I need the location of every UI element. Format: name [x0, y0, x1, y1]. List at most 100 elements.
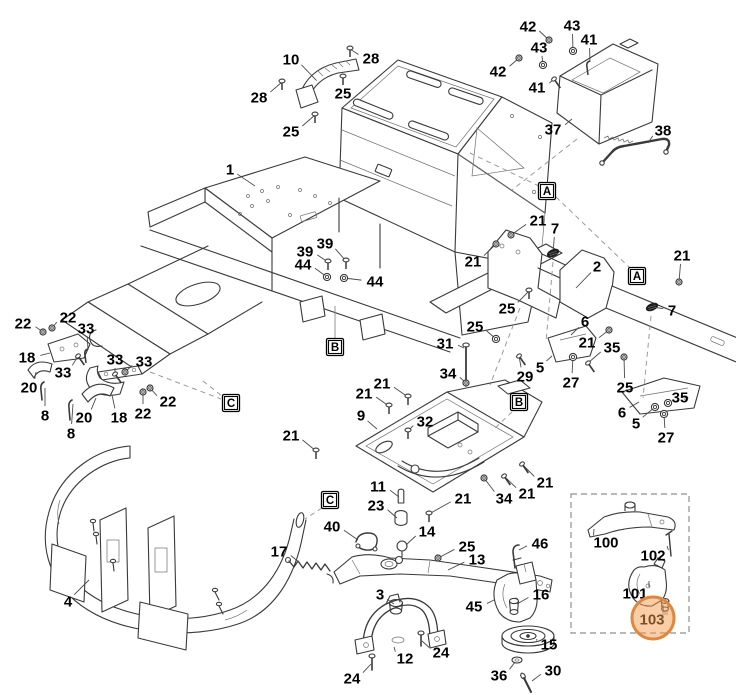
part-callout-21[interactable]: 21 — [283, 428, 320, 460]
part-callout-33[interactable]: 33 — [55, 353, 87, 382]
leader-line — [486, 599, 495, 604]
part-callout-25[interactable]: 25 — [467, 319, 501, 344]
part-callout-21[interactable]: 21 — [374, 376, 412, 406]
part-callout-27[interactable]: 27 — [563, 352, 580, 392]
part-callout-33[interactable]: 33 — [121, 354, 153, 376]
part-callout-43[interactable]: 43 — [564, 18, 581, 56]
part-callout-22[interactable]: 22 — [48, 310, 76, 332]
part-callout-21[interactable]: 21 — [425, 491, 471, 523]
part-callout-20[interactable]: 20 — [21, 371, 38, 397]
part-callout-5[interactable]: 5 — [536, 355, 553, 377]
part-callout-10[interactable]: 10 — [283, 52, 317, 81]
part-callout-6[interactable]: 6 — [618, 401, 640, 422]
part-callout-21[interactable]: 21 — [356, 386, 393, 415]
part-callout-8[interactable]: 8 — [41, 388, 49, 425]
part-callout-25[interactable]: 25 — [499, 287, 533, 318]
part-callout-25[interactable]: 25 — [283, 111, 319, 141]
part-callout-29[interactable]: 29 — [516, 353, 534, 386]
part-callout-25[interactable]: 25 — [335, 73, 352, 103]
part-callout-6[interactable]: 6 — [570, 314, 589, 336]
part-callout-21[interactable]: 21 — [501, 473, 536, 503]
highlight-circle[interactable] — [630, 595, 676, 641]
part-callout-1[interactable]: 1 — [226, 162, 256, 187]
part-callout-20[interactable]: 20 — [76, 397, 97, 427]
part-callout-38[interactable]: 38 — [647, 123, 671, 144]
linkage-art — [284, 488, 553, 671]
washer-icon — [663, 398, 673, 408]
part-callout-13[interactable]: 13 — [447, 552, 485, 571]
part-callout-25[interactable]: 25 — [617, 353, 634, 397]
part-callout-35[interactable]: 35 — [663, 390, 688, 408]
part-callout-34[interactable]: 34 — [480, 474, 513, 508]
part-callout-39[interactable]: 39 — [317, 236, 350, 270]
part-callout-42[interactable]: 42 — [520, 19, 553, 44]
part-callout-15[interactable]: 15 — [536, 637, 557, 654]
leader-line — [90, 397, 97, 410]
part-callout-41[interactable]: 41 — [529, 76, 563, 97]
part-callout-101[interactable]: 101 — [622, 580, 650, 603]
part-callout-18[interactable]: 18 — [19, 350, 51, 367]
part-number: 33 — [136, 354, 153, 371]
part-callout-27[interactable]: 27 — [658, 409, 675, 447]
part-callout-23[interactable]: 23 — [368, 498, 398, 519]
part-callout-7[interactable]: 7 — [645, 302, 676, 320]
part-callout-9[interactable]: 9 — [357, 408, 378, 430]
deck-art — [147, 156, 381, 253]
part-callout-33[interactable]: 33 — [78, 321, 95, 364]
part-callout-17[interactable]: 17 — [271, 544, 301, 564]
part-callout-8[interactable]: 8 — [67, 403, 75, 443]
support-bracket-art — [429, 229, 736, 415]
part-callout-14[interactable]: 14 — [405, 524, 436, 546]
part-callout-22[interactable]: 22 — [15, 316, 47, 336]
part-callout-28[interactable]: 28 — [251, 78, 286, 107]
part-callout-22[interactable]: 22 — [146, 384, 176, 411]
part-callout-100[interactable]: 100 — [593, 528, 619, 552]
part-callout-11[interactable]: 11 — [370, 479, 400, 498]
plug-icon — [546, 248, 560, 258]
part-callout-2[interactable]: 2 — [575, 259, 601, 289]
screw-icon — [346, 45, 354, 57]
part-number: 20 — [76, 410, 93, 427]
part-callout-44[interactable]: 44 — [295, 257, 332, 282]
part-callout-35[interactable]: 35 — [585, 340, 621, 374]
svg-text:C: C — [227, 398, 235, 410]
part-callout-32[interactable]: 32 — [404, 414, 433, 440]
part-number: 6 — [581, 314, 589, 331]
part-callout-7[interactable]: 7 — [546, 221, 560, 259]
part-callout-102[interactable]: 102 — [640, 545, 669, 565]
part-callout-34[interactable]: 34 — [440, 366, 470, 387]
part-callout-43[interactable]: 43 — [531, 40, 548, 70]
part-callout-21[interactable]: 21 — [579, 326, 613, 352]
part-callout-12[interactable]: 12 — [393, 646, 413, 668]
part-callout-44[interactable]: 44 — [339, 274, 384, 291]
part-callout-33[interactable]: 33 — [107, 352, 124, 385]
part-callout-30[interactable]: 30 — [531, 663, 561, 682]
part-callout-39[interactable]: 39 — [297, 244, 332, 271]
part-callout-21[interactable]: 21 — [519, 461, 554, 492]
leader-line — [509, 661, 516, 670]
part-callout-45[interactable]: 45 — [466, 599, 495, 616]
part-callout-3[interactable]: 3 — [376, 587, 395, 605]
part-callout-16[interactable]: 16 — [516, 587, 549, 605]
part-callout-21[interactable]: 21 — [465, 240, 500, 271]
part-callout-24[interactable]: 24 — [421, 640, 450, 662]
part-callout-31[interactable]: 31 — [437, 336, 465, 353]
part-callout-36[interactable]: 36 — [491, 661, 516, 685]
part-callout-28[interactable]: 28 — [346, 45, 379, 68]
part-callout-22[interactable]: 22 — [135, 388, 152, 423]
part-callout-21[interactable]: 21 — [507, 213, 546, 239]
part-number: 42 — [520, 19, 537, 36]
part-callout-37[interactable]: 37 — [545, 118, 573, 139]
part-callout-24[interactable]: 24 — [344, 663, 372, 688]
ref-marker-B: B — [325, 337, 345, 357]
part-callout-5[interactable]: 5 — [632, 402, 660, 433]
screw-icon — [312, 447, 320, 459]
part-callout-4[interactable]: 4 — [64, 579, 90, 611]
part-callout-40[interactable]: 40 — [324, 519, 359, 541]
part-callout-42[interactable]: 42 — [490, 54, 523, 81]
part-callout-21[interactable]: 21 — [674, 248, 691, 286]
part-callout-46[interactable]: 46 — [518, 536, 548, 553]
part-callout-25[interactable]: 25 — [434, 539, 475, 562]
part-callout-18[interactable]: 18 — [111, 394, 128, 427]
part-callout-41[interactable]: 41 — [581, 32, 598, 76]
